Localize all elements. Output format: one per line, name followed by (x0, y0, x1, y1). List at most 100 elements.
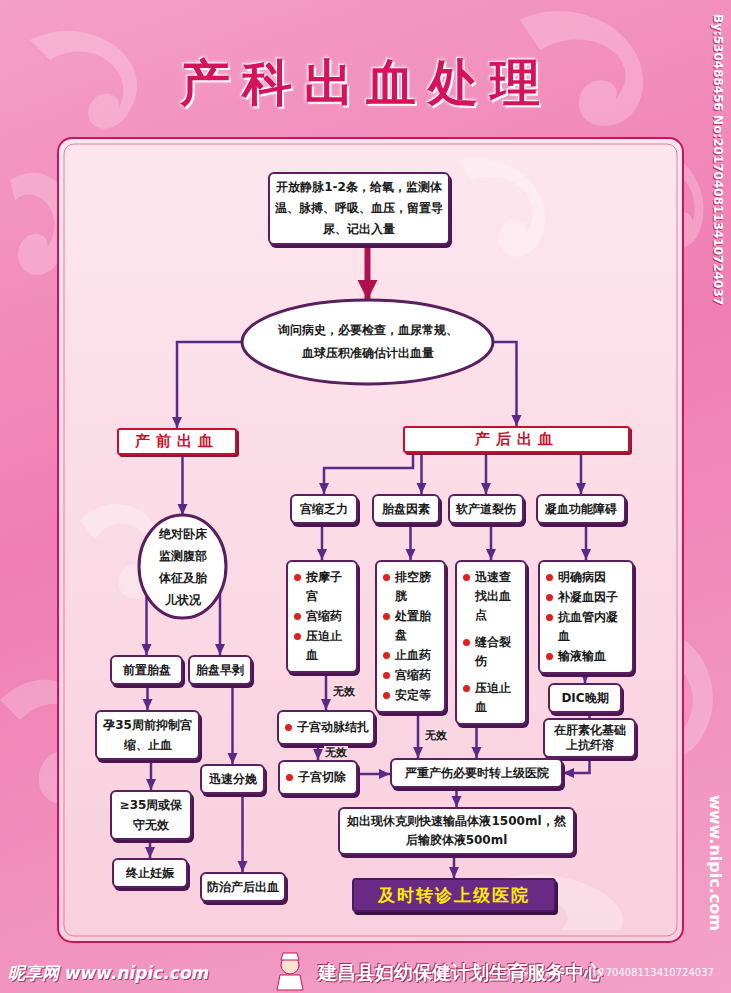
process-box: 子宫动脉结扎 (277, 710, 375, 745)
bullet-row: 迅速查找出血点 (463, 568, 521, 625)
node-text: DIC晚期 (555, 688, 615, 708)
node-text: 输液输血 (558, 647, 606, 666)
connector (325, 673, 328, 710)
bullet-row: 按摩子宫 (294, 568, 352, 606)
process-box: 开放静脉1-2条，给氧，监测体温、脉搏、呼吸、血压，留置导尿、记出入量 (268, 172, 450, 245)
connector (453, 855, 456, 878)
process-box: 按摩子宫宫缩药压迫止血 (286, 560, 358, 673)
bullet-row: 压迫止血 (294, 627, 352, 665)
connector (584, 674, 587, 683)
bullet-dot (383, 692, 390, 699)
connector (219, 593, 222, 655)
bullet-dot (294, 574, 301, 581)
process-box: 防治产后出血 (200, 872, 286, 902)
node-text: 及时转诊上级医院 (354, 880, 554, 910)
process-box: 明确病因补凝血因子抗血管内凝血输液输血 (538, 560, 634, 674)
process-box: 在肝素化基础上抗纤溶 (543, 718, 636, 758)
process-box: 前置胎盘 (110, 655, 183, 685)
node-text: 排空膀胱 (395, 568, 440, 606)
bullet-dot (294, 613, 301, 620)
node-text: 宫缩药 (395, 666, 431, 685)
node-text: 安定等 (395, 686, 431, 705)
connector (420, 453, 423, 494)
process-box: ≥35周或保守无效 (110, 790, 192, 840)
bullet-dot (546, 614, 553, 621)
node-text: 严重产伤必要时转上级医院 (397, 763, 556, 783)
connector (177, 342, 242, 428)
node-text: 抗血管内凝血 (558, 608, 628, 646)
bullet-dot (383, 613, 390, 620)
process-box: 排空膀胱处置胎盘止血药宫缩药安定等 (375, 560, 446, 713)
bullet-dot (463, 639, 470, 646)
bullet-dot (285, 724, 292, 731)
process-box: 严重产伤必要时转上级医院 (390, 758, 563, 788)
node-text: 开放静脉1-2条，给氧，监测体温、脉搏、呼吸、血压，留置导尿、记出入量 (275, 177, 443, 240)
bullet-row: 缝合裂伤 (463, 633, 521, 671)
bullet-dot (383, 574, 390, 581)
connector (409, 524, 412, 560)
node-text: 产前出血 (119, 430, 235, 453)
process-box: 及时转诊上级医院 (352, 878, 556, 912)
process-box: 如出现休克则快速输晶体液1500ml，然后输胶体液500ml (338, 807, 575, 855)
node-text: 压迫止血 (306, 627, 352, 665)
bullet-dot (286, 774, 293, 781)
ellipse-text-wrap: 绝对卧床监测腹部体征及胎儿状况 (157, 523, 209, 611)
process-box: 迅速分娩 (200, 764, 265, 794)
bullet-row: 宫缩药 (294, 607, 352, 626)
bullet-row: 子宫动脉结扎 (285, 718, 369, 737)
node-text: 按摩子宫 (306, 568, 352, 606)
process-box: 迅速查找出血点缝合裂伤压迫止血 (455, 560, 527, 725)
node-text: 产后出血 (405, 428, 628, 451)
node-text: 孕35周前抑制宫缩、止血 (102, 715, 193, 755)
watermark: www.nipic.com (706, 795, 725, 931)
node-text: ≥35周或保守无效 (117, 795, 185, 835)
node-text: 迅速分娩 (207, 769, 258, 789)
connector (475, 725, 478, 758)
watermark: By:530488456 No:20170408113410724037 (711, 14, 725, 305)
ellipse-outline (240, 298, 495, 386)
process-box: 终止妊娠 (112, 858, 188, 888)
node-text: 迅速查找出血点 (475, 568, 521, 625)
bullet-row: 宫缩药 (383, 666, 440, 685)
connector (181, 455, 184, 515)
bullet-dot (546, 594, 553, 601)
edge-label: 无效 (332, 685, 356, 699)
nurse-icon (277, 953, 303, 990)
connector (365, 245, 371, 300)
node-text: 胎盘因素 (379, 499, 433, 519)
connector (317, 745, 320, 760)
connector (563, 758, 590, 773)
ellipse-node: 绝对卧床监测腹部体征及胎儿状况 (137, 513, 228, 620)
ellipse-shape (139, 515, 226, 618)
node-text: 终止妊娠 (119, 863, 181, 883)
edge-label: 无效 (324, 746, 348, 760)
node-text: 压迫止血 (475, 679, 521, 717)
title: 产科出血处理 (0, 50, 731, 117)
bullet-row: 安定等 (383, 686, 440, 705)
connector (149, 840, 152, 858)
bullet-row: 子宫切除 (286, 768, 352, 787)
bullet-row: 补凝血因子 (546, 588, 628, 607)
bullet-row: 止血药 (383, 646, 440, 665)
node-text: 防治产后出血 (207, 877, 279, 897)
node-text: 补凝血因子 (558, 588, 618, 607)
bullet-dot (294, 633, 301, 640)
connector (358, 773, 390, 776)
process-box: 软产道裂伤 (448, 494, 524, 524)
process-box: 胎盘因素 (372, 494, 440, 524)
bullet-row: 抗血管内凝血 (546, 608, 628, 646)
edge-label: 无效 (424, 729, 448, 743)
bullet-row: 输液输血 (546, 647, 628, 666)
connector (485, 453, 488, 494)
connector (455, 788, 458, 807)
connector (150, 760, 153, 790)
node-text: 凝血功能障碍 (543, 499, 619, 519)
connector (493, 342, 517, 426)
node-text: 宫缩乏力 (297, 499, 351, 519)
bullet-dot (463, 574, 470, 581)
node-text: 软产道裂伤 (455, 499, 517, 519)
node-text: 在肝素化基础上抗纤溶 (550, 723, 629, 753)
node-text: 宫缩药 (306, 607, 342, 626)
ellipse-node: 询问病史，必要检查，血尿常规、血球压积准确估计出血量 (240, 298, 495, 386)
